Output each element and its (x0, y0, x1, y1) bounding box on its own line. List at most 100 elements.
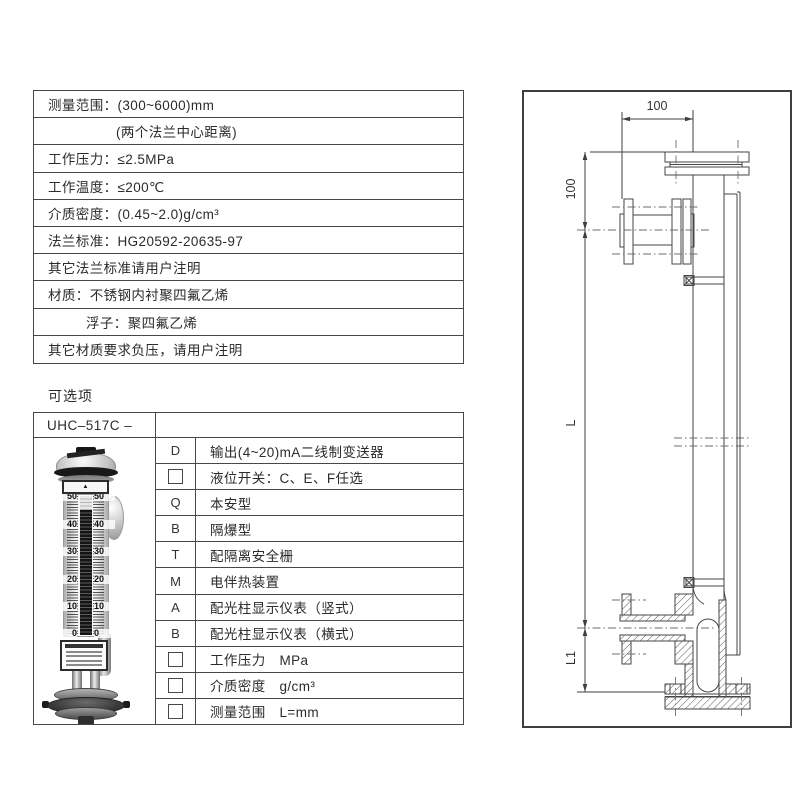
spec-table: 测量范围：(300~6000)mm (两个法兰中心距离) 工作压力：≤2.5MP… (33, 90, 464, 364)
dim-label-width: 100 (644, 99, 670, 113)
gauge-left-ruler (67, 496, 78, 635)
option-desc: 配隔离安全栅 (210, 548, 294, 564)
gauge-scale-number: 20 (56, 575, 77, 584)
drawing-panel: 100 100 L L1 (522, 90, 792, 728)
option-row: M 电伴热装置 (156, 568, 463, 595)
gauge-scale-number: 10 (94, 602, 115, 611)
gauge-scale-number: 40 (56, 520, 77, 529)
dim-label-l1: L1 (564, 649, 578, 667)
blank-box-icon (168, 677, 183, 693)
indicator-rail (723, 191, 741, 656)
gauge-lower-tube (72, 671, 82, 701)
option-row: 液位开关：C、E、F任选 (156, 464, 463, 491)
dimension-lines (577, 110, 694, 693)
gauge-right-ruler (93, 496, 104, 635)
option-row: 测量范围 L=mm (156, 698, 463, 725)
dim-label-offset: 100 (564, 176, 578, 202)
upper-nozzle (577, 198, 710, 265)
gauge-flange-bolt (123, 701, 130, 708)
rail-bracket (683, 275, 725, 588)
spec-row: 其它材质要求负压，请用户注明 (34, 336, 463, 363)
spec-text: (两个法兰中心距离) (116, 125, 237, 141)
gauge-nameplate (60, 640, 108, 671)
spec-row: 介质密度：(0.45~2.0)g/cm³ (34, 200, 463, 227)
option-row: A 配光柱显示仪表（竖式） (156, 594, 463, 621)
option-code: B (156, 620, 196, 646)
option-desc: 输出(4~20)mA二线制变送器 (210, 444, 385, 460)
gauge-lower-tube (90, 671, 100, 701)
main-tube (674, 175, 750, 600)
option-desc: 介质密度 g/cm³ (210, 679, 316, 695)
spec-row: 工作温度：≤200℃ (34, 173, 463, 200)
blank-box-icon (168, 651, 183, 667)
option-row: 工作压力 MPa (156, 646, 463, 673)
option-code: B (156, 516, 196, 542)
spec-text: 其它法兰标准请用户注明 (48, 261, 201, 277)
spec-text: 法兰标准：HG20592-20635-97 (48, 234, 244, 250)
spec-row: 工作压力：≤2.5MPa (34, 145, 463, 173)
option-code: A (156, 594, 196, 620)
level-gauge-drawing (577, 110, 751, 717)
gauge-scale-number: 30 (56, 547, 77, 556)
model-code-extension-cell (156, 413, 463, 437)
spec-row: 法兰标准：HG20592-20635-97 (34, 227, 463, 255)
gauge-flange-bolt (42, 701, 49, 708)
gauge-scale-number: 10 (56, 602, 77, 611)
option-code (156, 646, 196, 672)
model-code: UHC–517C – (34, 413, 156, 437)
gauge-scale-number: 50 (56, 492, 77, 501)
option-code (156, 464, 196, 490)
gauge-dome-band (58, 475, 114, 484)
option-desc: 测量范围 L=mm (210, 705, 319, 721)
bottom-flange (664, 677, 751, 717)
option-desc: 隔爆型 (210, 522, 252, 538)
gauge-indicator-window: ▲ (62, 480, 109, 494)
spec-text: 介质密度：(0.45~2.0)g/cm³ (48, 206, 220, 222)
spec-row: 测量范围：(300~6000)mm (34, 91, 463, 119)
gauge-scale-number: 0 (56, 629, 77, 638)
option-row: B 配光柱显示仪表（横式） (156, 620, 463, 647)
option-desc: 液位开关：C、E、F任选 (210, 470, 364, 486)
gauge-photo: ▲ 50 50 40 40 30 30 20 20 10 10 0 0 (34, 438, 156, 724)
option-desc: 配光柱显示仪表（横式） (210, 627, 363, 643)
blank-box-icon (168, 703, 183, 719)
option-desc: 配光柱显示仪表（竖式） (210, 601, 363, 617)
option-desc: 电伴热装置 (210, 575, 280, 591)
spec-text: 测量范围：(300~6000)mm (48, 98, 215, 114)
spec-row: 材质：不锈钢内衬聚四氟乙烯 (34, 281, 463, 309)
option-row: D 输出(4~20)mA二线制变送器 (156, 438, 463, 465)
gauge-flapper-column (80, 496, 92, 635)
spec-row: (两个法兰中心距离) (34, 118, 463, 146)
spec-text: 材质：不锈钢内衬聚四氟乙烯 (48, 288, 229, 304)
optional-section-label: 可选项 (48, 388, 93, 404)
lower-nozzle (577, 586, 727, 698)
option-row: B 隔爆型 (156, 516, 463, 543)
model-options-table: UHC–517C – ▲ 50 50 40 40 (33, 412, 464, 725)
option-code: Q (156, 490, 196, 516)
option-code (156, 672, 196, 698)
top-flange (664, 140, 750, 186)
float (696, 618, 720, 693)
spec-text: 工作温度：≤200℃ (48, 179, 165, 195)
gauge-pointer-icon: ▲ (82, 484, 89, 490)
option-code: M (156, 568, 196, 594)
spec-text: 其它材质要求负压，请用户注明 (48, 343, 243, 359)
blank-box-icon (168, 469, 183, 485)
option-code (156, 698, 196, 725)
gauge-dome-band (54, 467, 118, 478)
option-row: 介质密度 g/cm³ (156, 672, 463, 699)
option-code: D (156, 438, 196, 464)
gauge-scale-number: 30 (94, 547, 115, 556)
spec-text: 浮子：聚四氟乙烯 (86, 315, 198, 331)
gauge-scale-number: 50 (94, 492, 115, 501)
spec-row: 浮子：聚四氟乙烯 (34, 309, 463, 336)
spec-row: 其它法兰标准请用户注明 (34, 254, 463, 282)
model-row: UHC–517C – (34, 413, 463, 438)
dim-label-length: L (564, 417, 578, 429)
gauge-scale-number: 0 (94, 629, 115, 638)
spec-text: 工作压力：≤2.5MPa (48, 152, 175, 168)
